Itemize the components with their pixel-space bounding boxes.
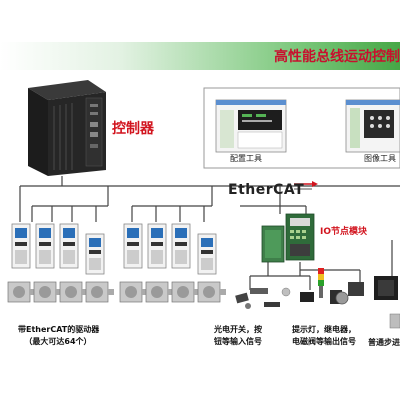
- stepper-motor: [374, 276, 400, 329]
- servo-motor: [119, 281, 148, 303]
- sensors-caption-line2: 钮等输入信号: [214, 337, 262, 346]
- ethercat-arrow-icon: [294, 181, 318, 190]
- drives-caption-line2: （最大可达64个）: [24, 337, 92, 346]
- servo-motor: [59, 281, 88, 303]
- servo-motor: [33, 281, 62, 303]
- sensors-caption-line1: 光电开关，按: [214, 325, 262, 334]
- drives-caption-line1: 带EtherCAT的驱动器: [18, 325, 100, 334]
- config-tool-caption: 配置工具: [230, 154, 262, 163]
- servo-drive: [35, 223, 55, 269]
- output-devices: [300, 268, 364, 305]
- servo-drive: [11, 223, 31, 269]
- servo-drive: [171, 223, 191, 269]
- servo-drive: [59, 223, 79, 269]
- software-panel: [203, 87, 400, 169]
- config-tool-screenshot: [215, 99, 287, 153]
- controller-label: 控制器: [112, 121, 154, 137]
- drive-group-2: [119, 223, 226, 303]
- controller-box: [28, 80, 106, 176]
- servo-drive: [85, 233, 105, 275]
- io-node-module: [261, 213, 315, 263]
- page-title: 高性能总线运动控制: [274, 49, 400, 65]
- input-sensors: [235, 287, 291, 309]
- servo-drive: [197, 233, 217, 275]
- servo-drive: [147, 223, 167, 269]
- drive-group-1: [7, 223, 114, 303]
- ethercat-logo-text: EtherCAT: [228, 182, 305, 198]
- outputs-caption-line1: 提示灯，继电器，: [292, 325, 356, 334]
- outputs-caption: 提示灯，继电器， 电磁阀等输出信号: [292, 324, 362, 348]
- servo-motor: [85, 281, 114, 303]
- servo-motor: [197, 281, 226, 303]
- servo-motor: [171, 281, 200, 303]
- image-tool-caption: 图像工具: [364, 154, 396, 163]
- ethercat-bus: [19, 176, 400, 290]
- title-banner: [0, 42, 400, 70]
- outputs-caption-line2: 电磁阀等输出信号: [292, 337, 356, 346]
- servo-drive: [123, 223, 143, 269]
- drives-caption: 带EtherCAT的驱动器 （最大可达64个）: [18, 324, 100, 348]
- image-tool-screenshot: [345, 99, 400, 153]
- signal-tower-icon: [318, 268, 324, 298]
- servo-motor: [7, 281, 36, 303]
- io-module-label: IO节点模块: [320, 227, 367, 237]
- stepper-caption: 普通步进: [368, 338, 400, 347]
- sensors-caption: 光电开关，按 钮等输入信号: [214, 324, 274, 348]
- servo-motor: [145, 281, 174, 303]
